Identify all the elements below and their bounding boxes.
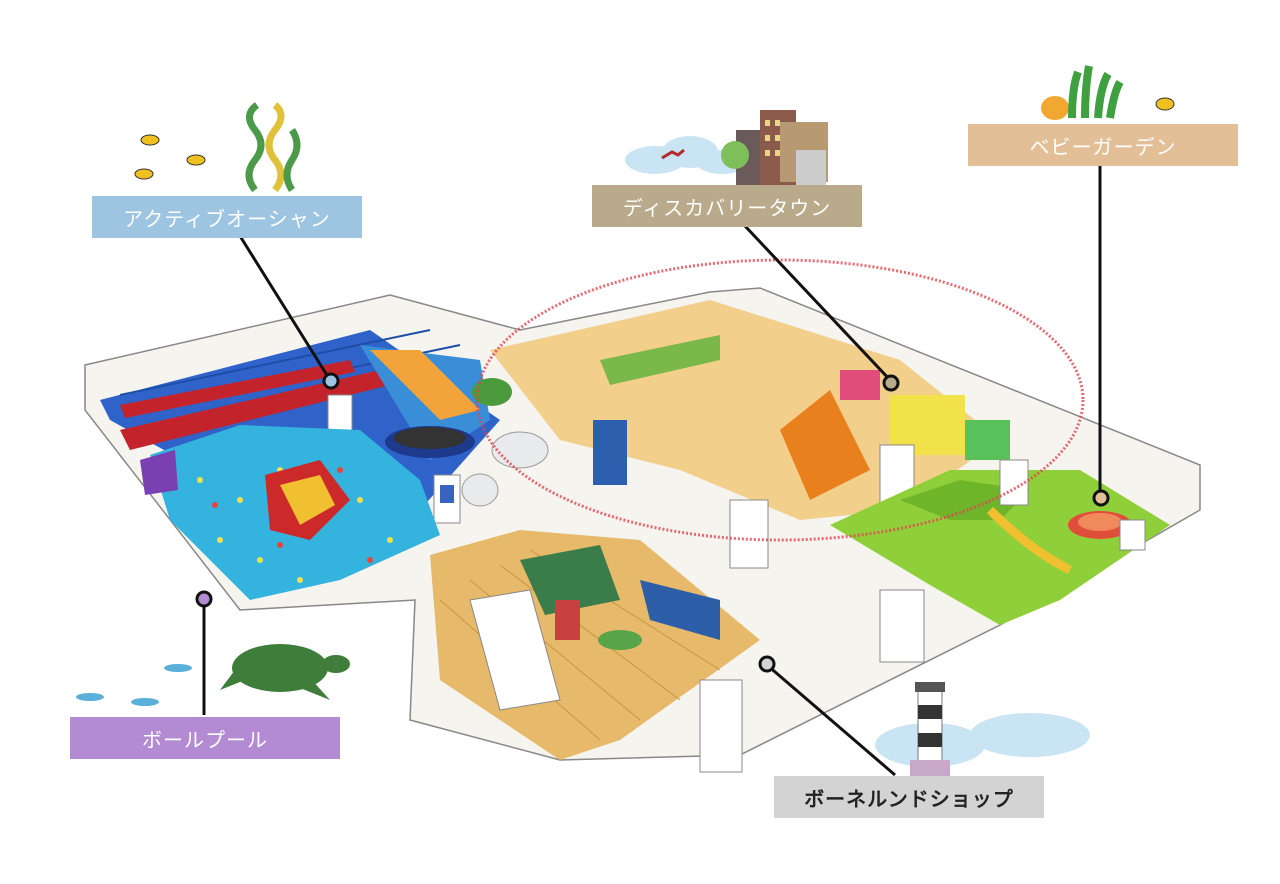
seaweed-icon (245, 102, 301, 193)
lighthouse-icon (875, 682, 1090, 780)
borneland-shop-area (430, 530, 760, 773)
plant-icon (1041, 65, 1175, 120)
zone-label-ball-pool-text: ボールプール (142, 727, 268, 752)
leader-lines (202, 165, 1102, 777)
turtle-icon (220, 644, 350, 700)
fish-icon (76, 664, 192, 706)
marker-baby-garden (1092, 489, 1110, 507)
zone-label-baby-garden[interactable]: ベビーガーデン (968, 124, 1238, 166)
marker-active-ocean (322, 372, 340, 390)
highlight-ring (475, 258, 1085, 542)
marker-discovery-town (882, 374, 900, 392)
zone-label-borneland-shop[interactable]: ボーネルンドショップ (774, 776, 1044, 818)
discovery-town-area (461, 300, 1010, 520)
buildings-icon (661, 110, 828, 185)
marker-borneland-shop (758, 655, 776, 673)
zone-label-discovery-town-text: ディスカバリータウン (622, 195, 832, 220)
zone-label-active-ocean-text: アクティブオーシャン (123, 206, 331, 231)
bee-icon (134, 134, 206, 180)
zone-label-baby-garden-text: ベビーガーデン (1029, 134, 1177, 159)
ball-pool-area (140, 425, 440, 600)
baby-garden-area (830, 470, 1170, 625)
zone-label-active-ocean[interactable]: アクティブオーシャン (92, 196, 362, 238)
zone-label-discovery-town[interactable]: ディスカバリータウン (592, 185, 862, 227)
zone-label-borneland-shop-text: ボーネルンドショップ (804, 786, 1014, 811)
pillars (729, 459, 1029, 663)
marker-ball-pool (195, 590, 213, 608)
zone-label-ball-pool[interactable]: ボールプール (70, 717, 340, 759)
map-markers (195, 372, 1110, 673)
